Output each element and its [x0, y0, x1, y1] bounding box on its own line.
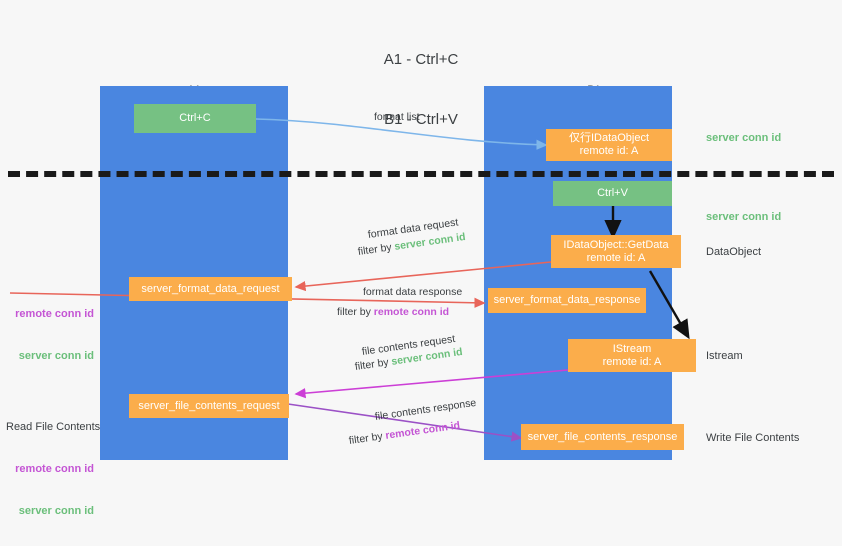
node-server-format-data-response-line1: server_format_data_response — [493, 294, 641, 306]
node-idataobject-getdata-line1: IDataObject::GetData — [563, 238, 669, 251]
left-label-group-2: Read File Contents remote conn id server… — [6, 392, 101, 546]
node-ctrl-v[interactable]: Ctrl+V — [553, 181, 672, 206]
label-format-data-request-filter-prefix: filter by — [357, 240, 396, 258]
phase-divider — [8, 171, 834, 177]
label-file-contents-response-filter-key: remote conn id — [384, 419, 461, 442]
left-label-group-1-server: server conn id — [18, 350, 94, 362]
label-file-contents-response-filter-prefix: filter by — [348, 429, 387, 447]
right-label-dataobject: DataObject — [706, 246, 762, 258]
left-label-read-file-contents: Read File Contents — [6, 421, 101, 433]
right-label-write-file-contents: Write File Contents — [706, 432, 800, 444]
node-server-format-data-request-line1: server_format_data_request — [141, 282, 280, 295]
node-server-format-data-request[interactable]: server_format_data_request — [129, 277, 292, 301]
node-istream[interactable]: IStream remote id: A — [568, 339, 696, 372]
label-format-list: format list — [374, 111, 420, 123]
node-ctrl-c[interactable]: Ctrl+C — [134, 104, 256, 133]
node-ctrl-c-line1: Ctrl+C — [179, 112, 211, 124]
node-server-file-contents-request[interactable]: server_file_contents_request — [129, 394, 289, 418]
node-idataobject-create[interactable]: 仅行IDataObject remote id: A — [546, 129, 672, 161]
label-file-contents-response-filter: filter by remote conn id — [348, 418, 461, 447]
node-server-file-contents-response-line1: server_file_contents_response — [527, 430, 678, 443]
label-file-contents-request-filter-prefix: filter by — [354, 355, 393, 373]
node-server-file-contents-response[interactable]: server_file_contents_response — [521, 424, 684, 450]
node-idataobject-getdata-line2: remote id: A — [586, 251, 646, 264]
title-line-1: A1 - Ctrl+C — [383, 51, 459, 68]
node-ctrl-v-line1: Ctrl+V — [597, 187, 628, 199]
node-server-file-contents-request-line1: server_file_contents_request — [138, 399, 280, 412]
label-format-data-response-filter-key: remote conn id — [373, 306, 450, 318]
label-format-data-response-filter: filter by remote conn id — [337, 305, 449, 319]
left-label-group-2-remote: remote conn id — [15, 463, 94, 475]
node-idataobject-create-line2: remote id: A — [579, 145, 639, 157]
left-label-group-1: remote conn id server conn id — [8, 279, 94, 391]
right-label-server-conn-id-top: server conn id — [706, 132, 782, 144]
right-label-server-conn-id-second: server conn id — [706, 211, 782, 223]
node-server-format-data-response[interactable]: server_format_data_response — [488, 288, 646, 313]
label-format-data-response-filter-prefix: filter by — [337, 306, 374, 318]
diagram-canvas: A1 - Ctrl+C B1 - Ctrl+V A1 remote B1 con… — [6, 51, 834, 517]
left-label-group-1-remote: remote conn id — [15, 308, 94, 320]
node-idataobject-getdata[interactable]: IDataObject::GetData remote id: A — [551, 235, 681, 268]
node-istream-line2: remote id: A — [602, 355, 662, 368]
label-format-data-response: format data response — [363, 286, 463, 298]
right-label-istream: Istream — [706, 350, 743, 362]
node-idataobject-create-line1: 仅行IDataObject — [568, 132, 650, 144]
label-file-contents-response: file contents response — [374, 396, 477, 423]
left-label-group-2-server: server conn id — [18, 505, 94, 517]
node-istream-line1: IStream — [612, 342, 652, 355]
